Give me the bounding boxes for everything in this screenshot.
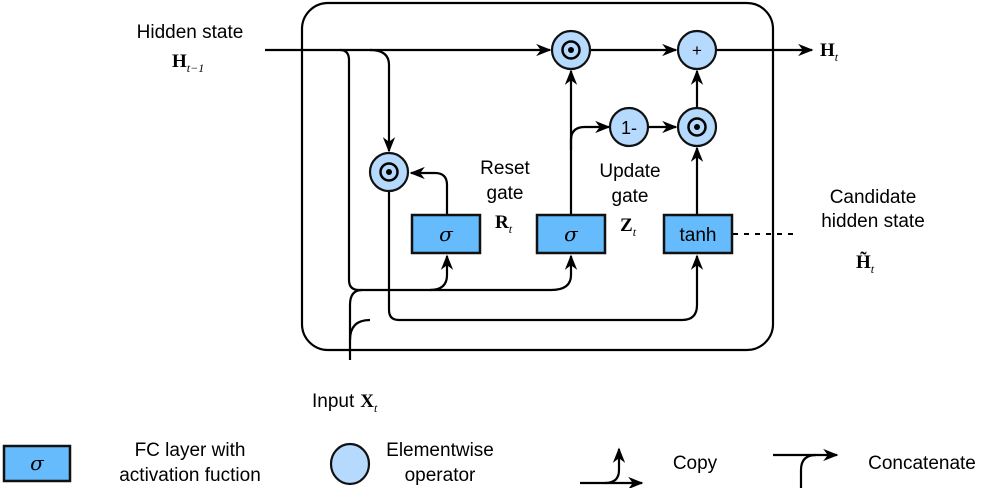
- reset-gate-fc: σ: [410, 213, 482, 255]
- update-gate-label: Update: [599, 161, 660, 182]
- gru-cell-border: [300, 1, 775, 352]
- svg-text:σ: σ: [564, 222, 579, 246]
- svg-text:Elementwise: Elementwise: [386, 440, 494, 461]
- elementwise-mul-reset: [368, 151, 410, 193]
- one-minus-operator: 1-: [608, 106, 650, 148]
- add-operator: +: [676, 29, 718, 71]
- svg-text:tanh: tanh: [680, 225, 717, 246]
- elementwise-mul-candidate: [676, 106, 718, 148]
- reset-gate-label: Reset: [480, 158, 530, 179]
- update-gate-label-2: gate: [612, 186, 649, 207]
- svg-text:σ: σ: [30, 451, 45, 475]
- hidden-state-label: Hidden state: [137, 22, 244, 43]
- candidate-symbol: H̃t: [856, 252, 875, 276]
- reset-gate-label-2: gate: [487, 183, 524, 204]
- update-gate-fc: σ: [535, 213, 607, 255]
- hidden-state-symbol: Ht−1: [172, 51, 204, 75]
- update-gate-symbol: Zt: [620, 215, 637, 239]
- connections: [265, 43, 814, 360]
- legend-concatenate: Concatenate: [773, 448, 976, 488]
- svg-text:+: +: [692, 41, 702, 60]
- legend: σ FC layer with activation fuction Eleme…: [2, 440, 976, 488]
- legend-copy: Copy: [580, 447, 718, 488]
- elementwise-mul-hidden: [550, 29, 592, 71]
- svg-text:1-: 1-: [621, 118, 637, 138]
- candidate-label-2: hidden state: [821, 211, 925, 232]
- svg-text:σ: σ: [439, 222, 454, 246]
- candidate-fc: tanh: [662, 213, 734, 255]
- svg-text:operator: operator: [405, 465, 476, 486]
- svg-text:Copy: Copy: [673, 453, 718, 474]
- legend-elementwise: Elementwise operator: [329, 440, 494, 486]
- candidate-label: Candidate: [830, 187, 917, 208]
- svg-text:FC layer with: FC layer with: [135, 440, 246, 461]
- legend-fc: σ FC layer with activation fuction: [2, 440, 261, 486]
- reset-gate-symbol: Rt: [495, 212, 513, 236]
- svg-text:activation fuction: activation fuction: [119, 465, 261, 486]
- output-symbol: Ht: [820, 40, 839, 64]
- svg-text:Concatenate: Concatenate: [868, 453, 976, 474]
